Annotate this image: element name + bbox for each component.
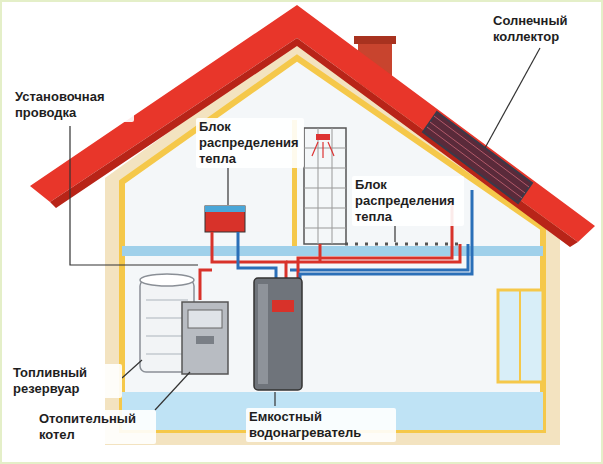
callout-label: Емкостный водонагреватель xyxy=(246,408,396,442)
callout-label: Блок распределения тепла xyxy=(352,176,464,226)
shower xyxy=(304,128,346,244)
callout-label: Блок распределения тепла xyxy=(196,118,304,168)
window-frame xyxy=(519,290,521,382)
heat-unit-top xyxy=(205,206,245,212)
window xyxy=(498,290,543,382)
callout-label: Установочная проводка xyxy=(12,88,134,122)
roof-edge xyxy=(50,38,578,247)
heat-unit xyxy=(205,206,245,232)
callout-label: Солнечный коллектор xyxy=(490,12,598,46)
floor-heating xyxy=(345,243,462,246)
callout-label: Топливный резервуар xyxy=(10,364,122,398)
leader-lines xyxy=(70,48,540,410)
chimney-cap xyxy=(354,36,396,44)
callout-label: Отопительный котел xyxy=(36,410,156,444)
water-heater xyxy=(254,278,302,390)
upper-floor xyxy=(122,246,543,256)
heating-boiler xyxy=(182,302,228,374)
